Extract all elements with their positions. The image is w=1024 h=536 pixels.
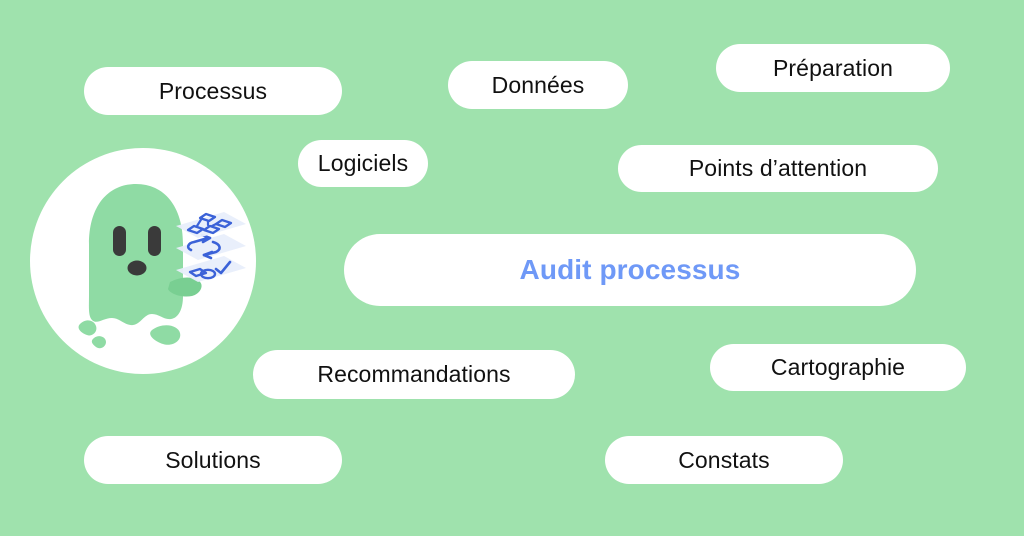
center-pill-label: Audit processus xyxy=(519,254,741,285)
topic-pill-label: Préparation xyxy=(772,54,893,81)
topic-pill-solutions[interactable]: Solutions xyxy=(84,436,342,484)
mascot-body xyxy=(88,184,183,326)
card-middle xyxy=(176,233,246,260)
topic-pill-preparation[interactable]: Préparation xyxy=(716,44,950,92)
topic-pill-logiciels[interactable]: Logiciels xyxy=(298,140,428,187)
topic-pill-label: Solutions xyxy=(165,446,261,473)
mascot-drip-2 xyxy=(91,336,106,349)
topic-pill-label: Logiciels xyxy=(317,150,409,176)
mascot-eye-left xyxy=(113,226,126,256)
topic-pill-constats[interactable]: Constats xyxy=(605,436,843,484)
topic-pill-recommandations[interactable]: Recommandations xyxy=(253,350,575,399)
topic-pill-label: Points d’attention xyxy=(688,155,868,181)
topic-pill-label: Constats xyxy=(678,446,770,473)
mascot-drip-1 xyxy=(78,320,97,336)
topic-pill-label: Processus xyxy=(158,77,268,104)
mascot-illustration xyxy=(30,148,256,374)
center-pill-audit-processus[interactable]: Audit processus xyxy=(344,234,916,306)
topic-pill-cartographie[interactable]: Cartographie xyxy=(710,344,966,391)
topic-pill-label: Recommandations xyxy=(317,361,511,387)
card-bottom xyxy=(176,256,246,282)
mascot-eye-right xyxy=(148,226,161,256)
topic-pill-processus[interactable]: Processus xyxy=(84,67,342,115)
topic-pill-label: Données xyxy=(491,71,585,98)
mascot-nose xyxy=(127,260,147,276)
topic-pill-donnees[interactable]: Données xyxy=(448,61,628,109)
mascot-drip-3 xyxy=(150,325,181,345)
topic-pill-points-dattention[interactable]: Points d’attention xyxy=(618,145,938,192)
mascot-arm xyxy=(168,277,202,297)
stacked-flowchart-cards xyxy=(176,212,246,282)
card-top xyxy=(176,212,246,238)
topic-pill-label: Cartographie xyxy=(770,354,906,380)
